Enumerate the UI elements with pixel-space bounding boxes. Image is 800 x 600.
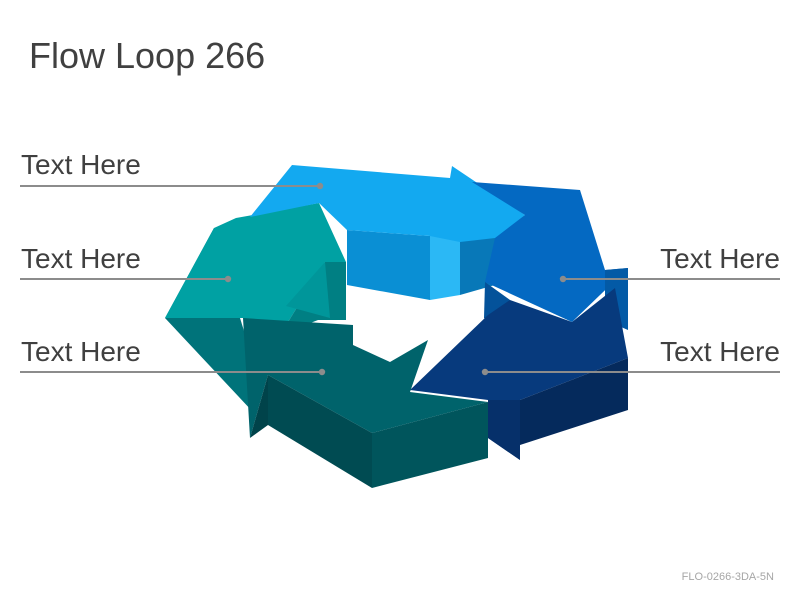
- footer-code: FLO-0266-3DA-5N: [681, 571, 774, 583]
- leader-dot-right-middle: [559, 275, 567, 283]
- arrow-light-blue: [250, 165, 525, 300]
- label-left-bottom: Text Here: [21, 336, 141, 367]
- arrow-navy: [410, 288, 628, 460]
- page-title: Flow Loop 266: [29, 35, 266, 76]
- leader-dot-right-bottom: [481, 368, 489, 376]
- leader-dot-left-top: [316, 182, 324, 190]
- label-right-bottom: Text Here: [660, 336, 780, 367]
- label-left-top: Text Here: [21, 149, 141, 180]
- label-left-middle: Text Here: [21, 243, 141, 274]
- label-right-middle: Text Here: [660, 243, 780, 274]
- leader-dot-left-middle: [224, 275, 232, 283]
- leader-lines: [20, 182, 780, 376]
- leader-dot-left-bottom: [318, 368, 326, 376]
- arrow-teal: [165, 203, 346, 412]
- arrow-dark-teal: [243, 318, 488, 488]
